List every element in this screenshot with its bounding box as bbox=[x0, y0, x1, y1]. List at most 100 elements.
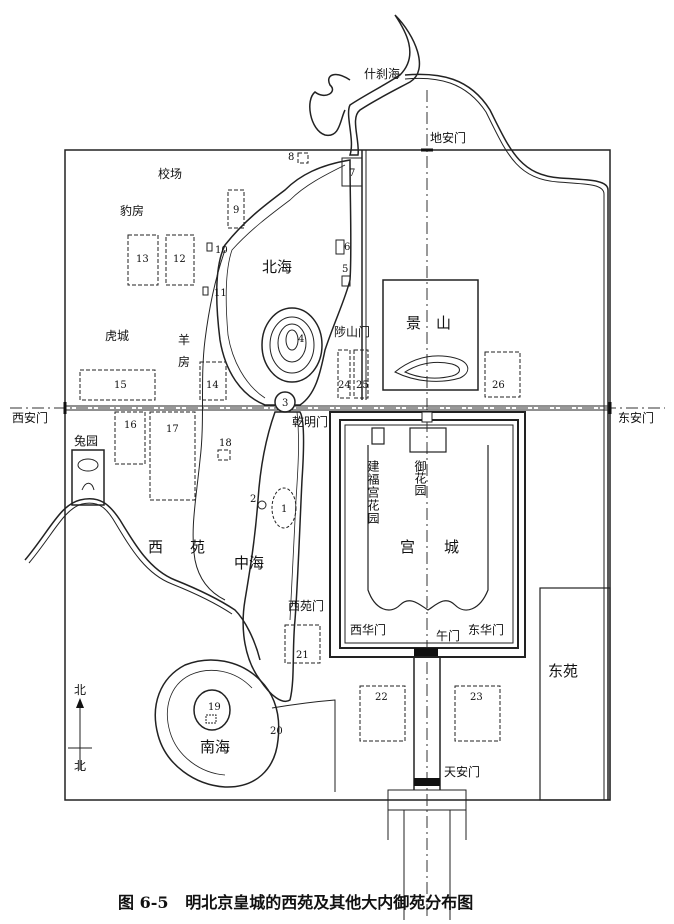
qionghua-contour-1 bbox=[269, 316, 315, 374]
rabbit-garden-pond bbox=[77, 458, 99, 472]
north-arrow-head bbox=[76, 698, 84, 708]
north-label: 北 bbox=[74, 683, 86, 697]
west-river-2 bbox=[28, 502, 233, 615]
num-3: 3 bbox=[282, 398, 288, 409]
nanhai-lake bbox=[154, 659, 280, 788]
num-26: 26 bbox=[492, 380, 505, 391]
num-20: 20 bbox=[270, 726, 283, 737]
building-12 bbox=[165, 234, 195, 286]
jingshan-label-1: 景 bbox=[406, 314, 421, 332]
qionghua-island bbox=[261, 307, 323, 383]
building-24 bbox=[337, 349, 351, 399]
num-25: 25 bbox=[356, 380, 369, 391]
num-5: 5 bbox=[342, 264, 348, 275]
num-10: 10 bbox=[215, 245, 228, 256]
xianmen-label: 西安门 bbox=[12, 410, 48, 425]
dianmen-label: 地安门 bbox=[430, 130, 466, 145]
num-7: 7 bbox=[349, 168, 355, 179]
gongcheng-label-2: 城 bbox=[444, 538, 459, 556]
building-9 bbox=[227, 189, 245, 229]
num-13: 13 bbox=[136, 254, 149, 265]
donghuamen-label: 东华门 bbox=[468, 622, 504, 637]
building-16 bbox=[114, 411, 146, 465]
inner-court-outline bbox=[367, 445, 489, 611]
num-21: 21 bbox=[296, 650, 309, 661]
building-22 bbox=[359, 685, 406, 742]
dongyuan-label: 东苑 bbox=[548, 662, 578, 680]
num-16: 16 bbox=[124, 420, 137, 431]
num-2: 2 bbox=[250, 494, 256, 505]
figure-caption: 图 6-5 明北京皇城的西苑及其他大内御苑分布图 bbox=[118, 893, 473, 912]
building-25 bbox=[353, 349, 369, 399]
tiananmen-gate bbox=[414, 778, 440, 786]
west-river bbox=[24, 498, 261, 661]
num-12: 12 bbox=[173, 254, 186, 265]
shichahai-label: 什刹海 bbox=[364, 66, 400, 81]
rabbit-garden-path bbox=[81, 482, 95, 491]
building-21 bbox=[284, 624, 321, 664]
num-18: 18 bbox=[219, 438, 232, 449]
tianmen-label: 天安门 bbox=[444, 764, 480, 779]
jingshan-hill-2 bbox=[403, 361, 460, 379]
num-1: 1 bbox=[281, 504, 287, 515]
palace-wall-inner bbox=[344, 424, 514, 644]
building-6 bbox=[335, 239, 345, 255]
num-24: 24 bbox=[338, 380, 351, 391]
building-17 bbox=[149, 411, 196, 501]
num-17: 17 bbox=[166, 424, 179, 435]
island-2 bbox=[257, 500, 267, 510]
building-11 bbox=[202, 286, 209, 296]
nanhai-inner bbox=[166, 669, 253, 776]
building-26 bbox=[484, 351, 521, 398]
jingshan-hill bbox=[394, 355, 469, 382]
gongcheng-label-1: 宫 bbox=[400, 538, 415, 556]
beihai-label: 北海 bbox=[262, 258, 292, 276]
zhonghai-east bbox=[289, 411, 299, 621]
num-19: 19 bbox=[208, 702, 221, 713]
hucheng-label: 虎城 bbox=[105, 329, 129, 343]
building-10 bbox=[206, 242, 213, 252]
rabbit-garden bbox=[71, 449, 105, 506]
building-23 bbox=[454, 685, 501, 742]
xiyuan-label-2: 苑 bbox=[190, 538, 205, 556]
beihai-shore-inner bbox=[225, 164, 346, 399]
shichahai-channel-2 bbox=[404, 77, 605, 800]
num-11: 11 bbox=[214, 288, 227, 299]
wumen-label: 午门 bbox=[436, 628, 460, 643]
building-13 bbox=[127, 234, 159, 286]
building-5 bbox=[341, 275, 351, 287]
shichahai-west bbox=[309, 73, 351, 136]
num-4: 4 bbox=[298, 334, 304, 345]
zhonghai-label: 中海 bbox=[234, 554, 264, 572]
qionghua-contour-2 bbox=[277, 323, 307, 363]
num-14: 14 bbox=[206, 380, 219, 391]
shanmen-label: 陟山门 bbox=[334, 324, 370, 339]
tiananmen-platform bbox=[387, 789, 467, 811]
jingshan-park bbox=[382, 279, 479, 391]
zhonghai-lake bbox=[242, 411, 305, 702]
west-stream bbox=[192, 249, 226, 601]
xiyuanmen-label: 西苑门 bbox=[288, 598, 324, 613]
xihuamen-label: 西华门 bbox=[350, 622, 386, 637]
num-22: 22 bbox=[375, 692, 388, 703]
shichahai-lake bbox=[347, 14, 421, 156]
south-channel bbox=[271, 699, 336, 792]
num-15: 15 bbox=[114, 380, 127, 391]
east-park bbox=[539, 587, 611, 801]
yangfang-label-1: 羊 bbox=[178, 332, 190, 347]
yuhuayuan-label: 御花园 bbox=[413, 459, 427, 497]
yangfang-label-2: 房 bbox=[178, 354, 190, 369]
island-1 bbox=[271, 487, 297, 529]
dashed-buildings bbox=[79, 152, 521, 742]
wumen-gate bbox=[414, 648, 438, 656]
jianfu-label: 建福宫花园 bbox=[366, 460, 380, 525]
baofang-label: 豹房 bbox=[120, 203, 144, 218]
building-14 bbox=[199, 361, 227, 401]
dongmen-label: 东安门 bbox=[618, 410, 654, 425]
building-8 bbox=[297, 152, 309, 164]
shichahai-channel bbox=[404, 73, 609, 800]
imperial-city-wall bbox=[64, 149, 611, 801]
qionghua-contour-3 bbox=[285, 329, 299, 351]
nanhai-label: 南海 bbox=[200, 738, 230, 756]
